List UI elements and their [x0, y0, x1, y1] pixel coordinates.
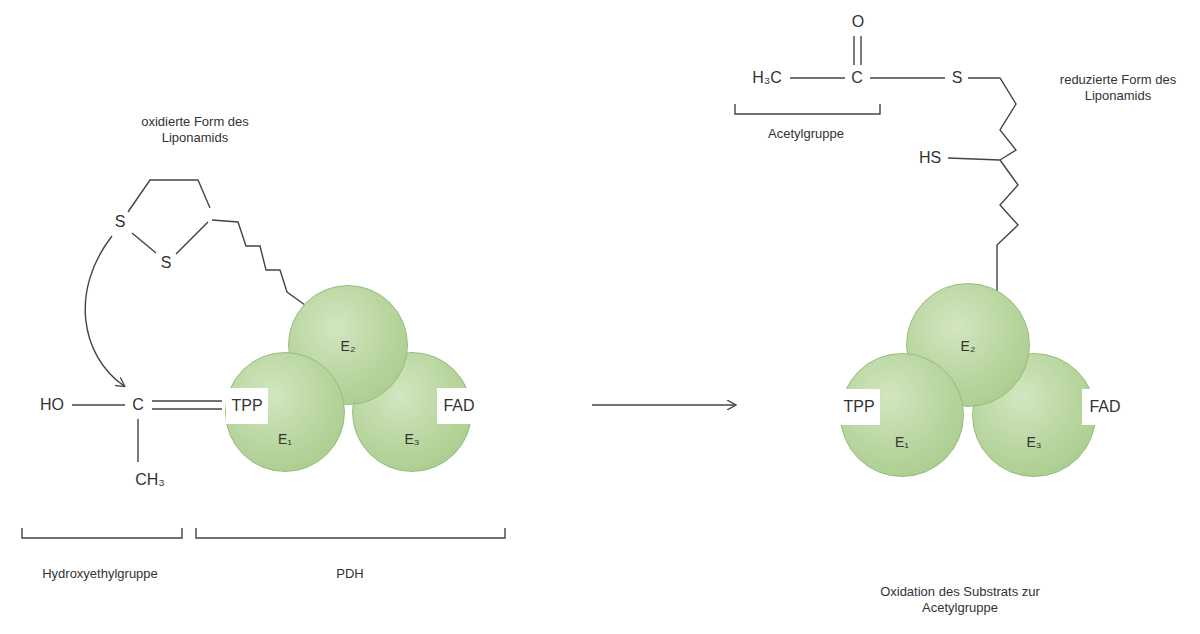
- enzyme-label: E₃: [973, 434, 1095, 450]
- single-bond: [948, 158, 1000, 160]
- atom-symbol: HO: [40, 395, 64, 415]
- atom-symbol: CH₃: [135, 470, 165, 490]
- lipoyl-chain: [997, 160, 1018, 291]
- cofactor-box: FAD: [437, 388, 481, 424]
- cofactor-label: TPP: [838, 398, 880, 416]
- atom-symbol: S: [161, 253, 172, 273]
- cofactor-label: FAD: [1082, 398, 1128, 416]
- ring-bond: [176, 222, 208, 254]
- atom-symbol: HS: [919, 148, 941, 168]
- ring-bond: [128, 180, 210, 212]
- double-bond: [860, 36, 861, 65]
- enzyme-label: E₁: [841, 434, 963, 450]
- double-bond: [152, 408, 222, 409]
- bracket-label: PDH: [336, 566, 363, 582]
- bracket: [22, 528, 182, 538]
- atom-symbol: S: [952, 68, 963, 88]
- bracket-label: Hydroxyethylgruppe: [42, 566, 158, 582]
- bracket: [735, 104, 880, 114]
- lipoyl-chain: [968, 78, 1016, 160]
- caption-text: Oxidation des Substrats zur Acetylgruppe: [865, 584, 1055, 617]
- cofactor-label: TPP: [226, 397, 268, 415]
- cofactor-label: FAD: [437, 397, 481, 415]
- annotation: reduzierte Form des Liponamids: [1058, 72, 1178, 105]
- enzyme-label: E₂: [289, 338, 407, 354]
- double-bond: [152, 400, 222, 401]
- bracket-label: Acetylgruppe: [768, 126, 844, 142]
- atom-symbol: O: [852, 12, 864, 32]
- single-bond: [72, 404, 125, 405]
- cofactor-box: TPP: [226, 388, 268, 424]
- cofactor-box: TPP: [838, 389, 880, 425]
- bracket: [196, 528, 505, 538]
- enzyme-label: E₁: [226, 431, 344, 447]
- enzyme-label: E₂: [907, 338, 1029, 354]
- reaction-arrow: [592, 404, 735, 405]
- atom-symbol: S: [115, 212, 126, 232]
- attack-arrow: [85, 236, 124, 386]
- atom-symbol: C: [851, 68, 863, 88]
- disulfide-bond: [132, 233, 156, 253]
- double-bond: [853, 36, 854, 65]
- lipoyl-chain: [212, 220, 305, 305]
- single-bond: [790, 77, 845, 78]
- annotation: oxidierte Form des Liponamids: [135, 114, 255, 147]
- atom-symbol: H₃C: [752, 68, 782, 88]
- single-bond: [137, 419, 138, 462]
- single-bond: [870, 77, 945, 78]
- cofactor-box: FAD: [1082, 389, 1128, 425]
- enzyme-label: E₃: [353, 431, 471, 447]
- atom-symbol: C: [132, 395, 144, 415]
